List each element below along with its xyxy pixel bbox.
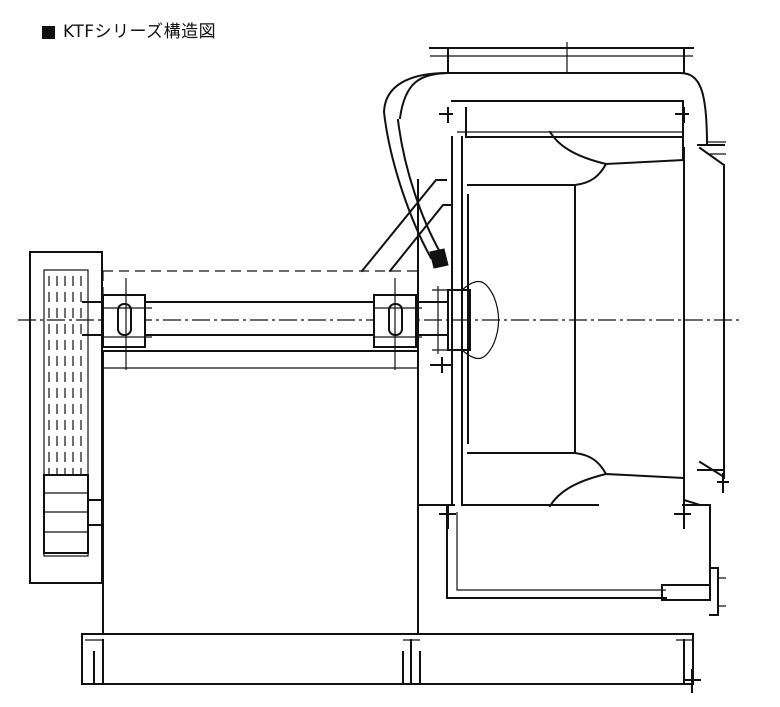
diagram-title-text: KTFシリーズ構造図 <box>63 22 217 42</box>
filled-square-icon <box>42 25 55 39</box>
casing-inlet-outlet <box>683 144 725 507</box>
impeller <box>432 130 685 508</box>
belt-pulley-assembly <box>29 251 104 584</box>
base-frame <box>81 633 694 685</box>
diagram-title: KTFシリーズ構造図 <box>42 22 216 42</box>
bolts-and-fasteners <box>430 107 729 693</box>
motor-housing <box>102 270 419 635</box>
fan-casing <box>382 42 726 616</box>
drive-shaft <box>18 278 740 370</box>
